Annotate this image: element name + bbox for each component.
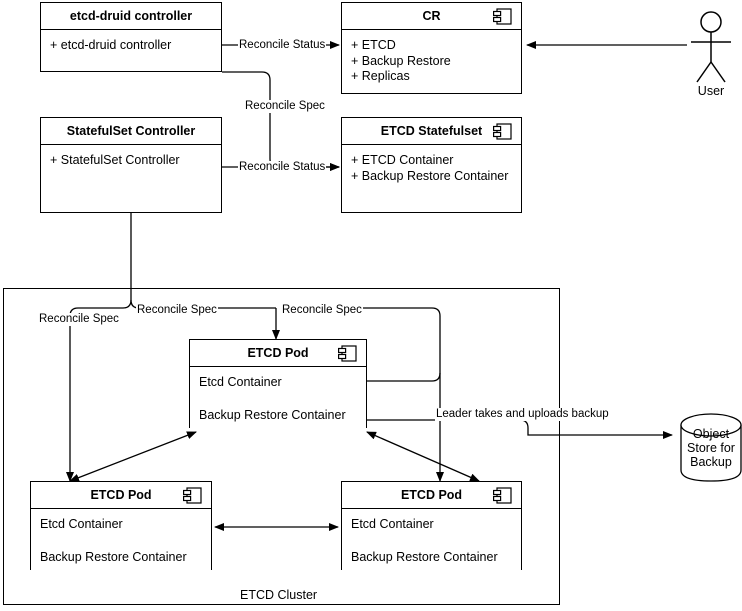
node-etcd-pod-right[interactable]: ETCD Pod Etcd Container Backup Restore C… — [341, 481, 522, 571]
node-title-text: ETCD Statefulset — [380, 124, 483, 138]
node-body: + StatefulSet Controller — [41, 145, 221, 175]
node-etcd-druid-controller[interactable]: etcd-druid controller + etcd-druid contr… — [40, 2, 222, 72]
edge-label-reconcile-spec-pod-left: Reconcile Spec — [38, 313, 120, 326]
node-etcd-statefulset[interactable]: ETCD Statefulset + ETCD Container + Back… — [341, 117, 522, 213]
actor-label: User — [697, 84, 725, 98]
node-row: Etcd Container — [40, 517, 123, 531]
edge-label-reconcile-status-cr: Reconcile Status — [238, 39, 327, 52]
node-title-text: ETCD Pod — [90, 488, 152, 502]
actor-stick-figure-icon — [691, 11, 731, 83]
node-row: + ETCD — [351, 38, 396, 52]
node-etcd-pod-top[interactable]: ETCD Pod Etcd Container Backup Restore C… — [189, 339, 367, 429]
node-body: Etcd Container Backup Restore Container — [190, 367, 366, 429]
node-title-text: ETCD Pod — [247, 346, 309, 360]
node-row: + Replicas — [351, 69, 410, 83]
node-body: + ETCD + Backup Restore + Replicas — [342, 30, 521, 91]
node-row: + ETCD Container — [351, 153, 454, 167]
edge-label-reconcile-spec-pod-right: Reconcile Spec — [281, 304, 363, 317]
etcd-cluster-boundary — [3, 288, 560, 605]
etcd-cluster-label: ETCD Cluster — [240, 588, 318, 602]
node-row: + Backup Restore Container — [351, 168, 509, 183]
component-icon — [183, 487, 202, 504]
node-body: Etcd Container Backup Restore Container — [31, 509, 211, 571]
node-cr[interactable]: CR + ETCD + Backup Restore + Replicas — [341, 2, 522, 94]
node-body: Etcd Container Backup Restore Container — [342, 509, 521, 571]
component-icon — [338, 345, 357, 362]
node-row: Etcd Container — [199, 375, 282, 389]
node-title-text: CR — [422, 9, 441, 23]
node-row: Etcd Container — [351, 517, 434, 531]
node-etcd-pod-left[interactable]: ETCD Pod Etcd Container Backup Restore C… — [30, 481, 212, 571]
object-store-label-line3: Backup — [690, 455, 732, 469]
node-row: Backup Restore Container — [199, 407, 346, 422]
node-row: + Backup Restore — [351, 53, 451, 68]
edge-label-reconcile-spec-pod-mid: Reconcile Spec — [136, 304, 218, 317]
node-title: ETCD Pod — [342, 482, 521, 509]
object-store-cylinder — [680, 413, 742, 482]
node-title: etcd-druid controller — [41, 3, 221, 30]
node-title-text: ETCD Pod — [400, 488, 463, 502]
node-title: StatefulSet Controller — [41, 118, 221, 145]
node-row: Backup Restore Container — [351, 549, 498, 564]
node-body: + ETCD Container + Backup Restore Contai… — [342, 145, 521, 190]
node-statefulset-controller[interactable]: StatefulSet Controller + StatefulSet Con… — [40, 117, 222, 213]
component-icon — [493, 8, 512, 25]
node-title: ETCD Statefulset — [342, 118, 521, 145]
node-title: CR — [342, 3, 521, 30]
node-title: ETCD Pod — [31, 482, 211, 509]
node-row: + StatefulSet Controller — [50, 153, 180, 167]
object-store-label-line1: Object — [692, 427, 730, 441]
object-store-label-line2: Store for — [687, 441, 735, 455]
component-icon — [493, 123, 512, 140]
node-body: + etcd-druid controller — [41, 30, 221, 60]
edge-label-leader-backup: Leader takes and uploads backup — [435, 408, 610, 421]
node-row: Backup Restore Container — [40, 549, 187, 564]
edge-label-reconcile-spec-statefulset: Reconcile Spec — [244, 100, 326, 113]
component-icon — [493, 487, 512, 504]
edge-label-reconcile-status-sts: Reconcile Status — [238, 161, 327, 174]
node-row: + etcd-druid controller — [50, 38, 172, 52]
node-title: ETCD Pod — [190, 340, 366, 367]
